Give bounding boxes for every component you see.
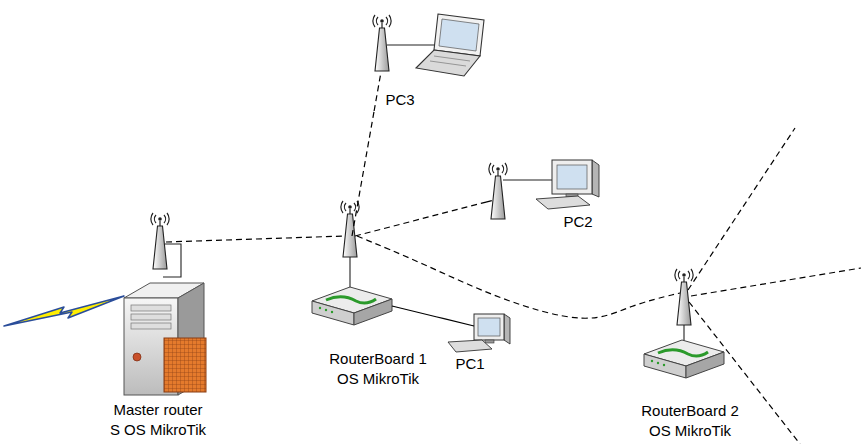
antenna-icon	[341, 201, 359, 257]
link-stub	[374, 72, 381, 111]
os-label: OS MikroTik	[337, 369, 419, 388]
wireless-link	[166, 236, 345, 242]
antenna-icon	[151, 213, 169, 269]
device-name: PC3	[385, 90, 414, 109]
os-label: S OS MikroTik	[110, 420, 206, 439]
laptop-icon	[416, 14, 484, 76]
os-label: OS MikroTik	[649, 421, 731, 440]
device-node: PC3	[366, 10, 488, 111]
antenna-icon	[675, 269, 693, 325]
router-icon	[644, 340, 724, 378]
device-node: PC1	[444, 312, 516, 376]
link-stub	[486, 200, 494, 202]
wireless-link	[352, 111, 374, 236]
device-name: RouterBoard 2	[641, 401, 739, 420]
device-node: PC2	[486, 158, 610, 234]
router-icon	[312, 287, 392, 325]
device-node: Master routerS OS MikroTik	[92, 242, 227, 442]
antenna-cable	[387, 44, 435, 45]
device-node: RouterBoard 1OS MikroTik	[316, 236, 436, 392]
cable-link	[436, 317, 444, 319]
antenna-cable	[163, 244, 181, 277]
server-icon	[124, 283, 206, 395]
outgoing-wireless-links	[688, 128, 861, 444]
lightning-bolt	[4, 296, 124, 326]
wireless-link	[357, 236, 680, 318]
device-name: PC1	[455, 354, 484, 373]
pc-icon	[448, 314, 510, 352]
link-stub	[444, 319, 474, 326]
link-stub	[392, 306, 436, 317]
device-name: RouterBoard 1	[329, 349, 427, 368]
device-name: PC2	[563, 212, 592, 231]
device-node: RouterBoard 2OS MikroTik	[635, 293, 752, 442]
wireless-link	[355, 202, 486, 236]
antenna-icon	[373, 15, 391, 71]
pc-icon	[536, 160, 599, 209]
antenna-icon	[489, 163, 507, 219]
antenna-cable	[503, 179, 552, 180]
device-name: Master router	[113, 400, 202, 419]
